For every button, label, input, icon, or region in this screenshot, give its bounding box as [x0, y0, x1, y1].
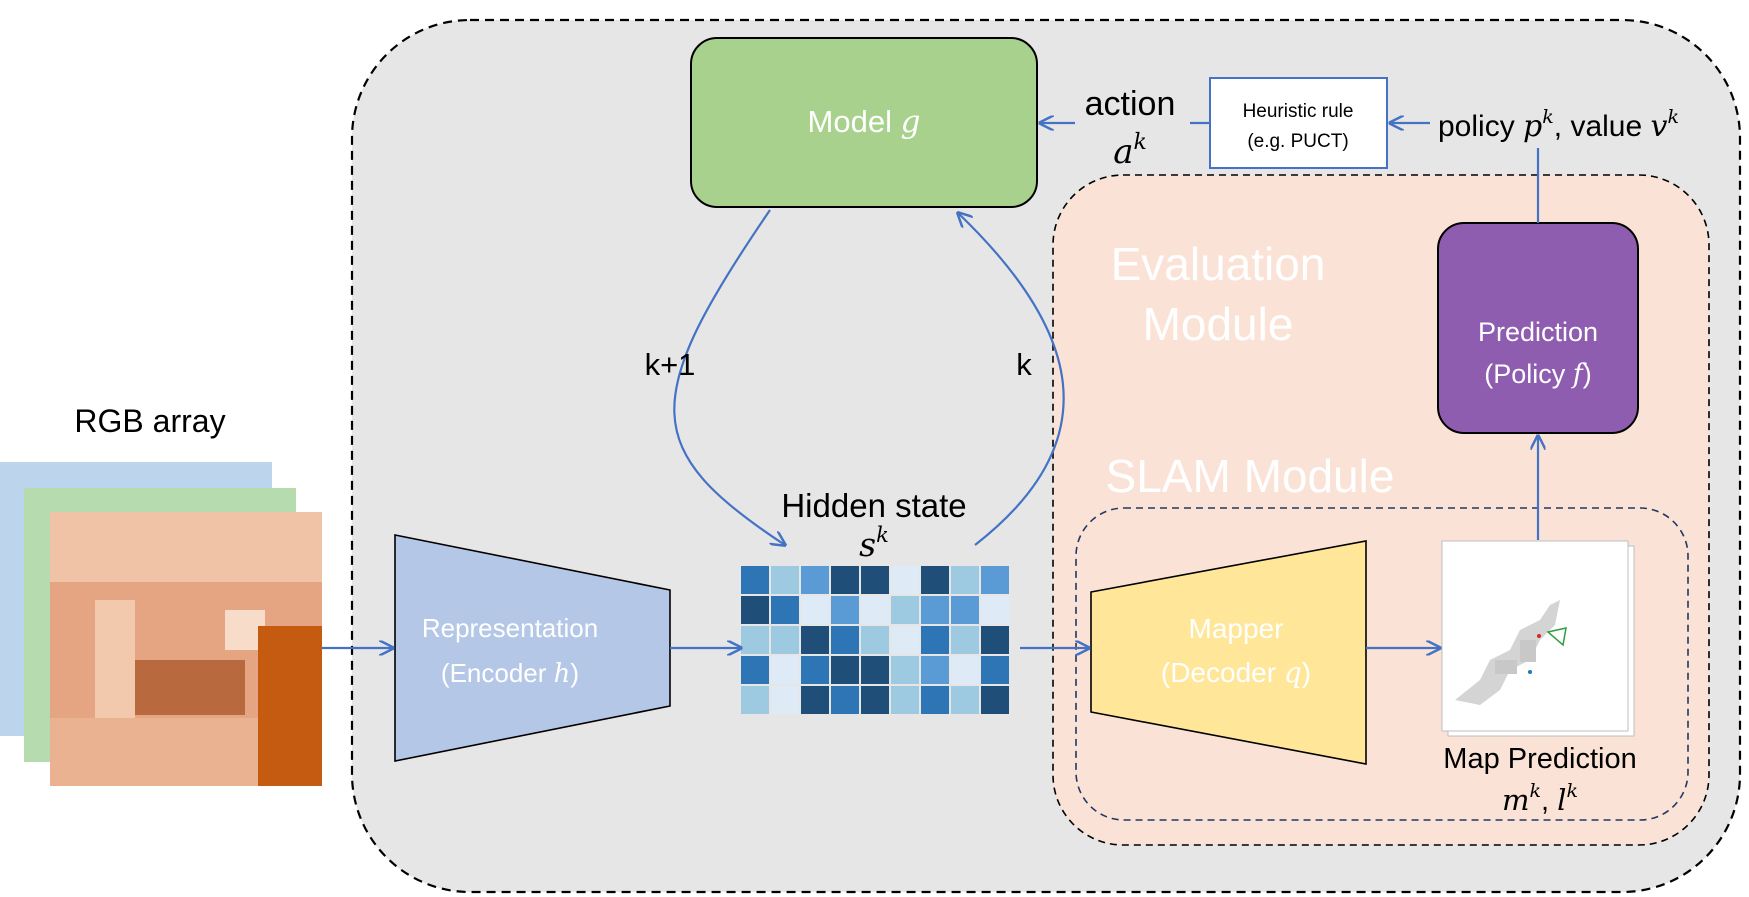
model-var: g: [901, 104, 921, 140]
hidden-state-cell: [801, 626, 829, 654]
rgb-room-wall-left: [95, 600, 135, 720]
hidden-state-cell: [771, 686, 799, 714]
hidden-state-cell: [801, 596, 829, 624]
heuristic-rule-box: [1209, 77, 1388, 169]
hidden-state-cell: [861, 566, 889, 594]
hidden-state-cell: [921, 596, 949, 624]
hidden-state-grid: [741, 566, 1009, 714]
map-explored-block-1: [1495, 660, 1517, 674]
evaluation-module-title-2: Module: [1143, 298, 1294, 350]
hidden-state-cell: [741, 566, 769, 594]
hidden-state-cell: [801, 566, 829, 594]
hidden-state-cell: [741, 656, 769, 684]
hidden-state-cell: [891, 656, 919, 684]
map-prediction-var: mk, lk: [1502, 780, 1578, 817]
prediction-label-1: Prediction: [1478, 317, 1598, 347]
rgb-room-door: [258, 626, 322, 786]
hidden-state-cell: [831, 626, 859, 654]
arrow-hidden-to-model: [958, 213, 1065, 546]
hidden-state-cell: [771, 596, 799, 624]
hidden-state-cell: [861, 686, 889, 714]
evaluation-module-title-1: Evaluation: [1111, 238, 1326, 290]
hidden-state-cell: [801, 656, 829, 684]
slam-module-title: SLAM Module: [1106, 450, 1395, 502]
heuristic-line2: (e.g. PUCT): [1247, 131, 1348, 152]
hidden-state-cell: [921, 626, 949, 654]
map-explored-area: [1455, 600, 1560, 705]
hidden-state-cell: [951, 596, 979, 624]
hidden-state-cell: [921, 566, 949, 594]
hidden-state-cell: [921, 656, 949, 684]
hidden-state-cell: [891, 566, 919, 594]
hidden-state-cell: [891, 596, 919, 624]
k-label: k: [1016, 347, 1032, 382]
hidden-state-cell: [831, 686, 859, 714]
hidden-state-cell: [981, 596, 1009, 624]
map-agent-pose: [1546, 627, 1567, 647]
hidden-state-cell: [981, 686, 1009, 714]
hidden-state-cell: [771, 656, 799, 684]
decoder-label-1: Mapper: [1189, 613, 1284, 644]
hidden-state-cell: [771, 566, 799, 594]
hidden-state-cell: [981, 566, 1009, 594]
decoder-label-2: (Decoder q): [1161, 656, 1311, 689]
arrow-model-to-hidden: [673, 209, 785, 545]
model-box: [690, 37, 1038, 208]
map-explored-block-2: [1520, 640, 1536, 662]
prediction-label-2: (Policy f): [1484, 359, 1592, 390]
hidden-state-cell: [831, 656, 859, 684]
encoder-label-1: Representation: [422, 613, 598, 643]
heuristic-line1: Heuristic rule: [1243, 101, 1354, 122]
rgb-array-label: RGB array: [74, 403, 225, 439]
hidden-state-cell: [951, 686, 979, 714]
hidden-state-cell: [741, 626, 769, 654]
hidden-state-cell: [771, 626, 799, 654]
encoder-shape: [394, 534, 671, 762]
map-prediction-image: [1441, 540, 1635, 737]
hidden-state-cell: [741, 686, 769, 714]
hidden-state-cell: [951, 626, 979, 654]
map-prediction-label: Map Prediction: [1443, 743, 1636, 775]
hidden-state-cell: [981, 626, 1009, 654]
hidden-state-cell: [831, 566, 859, 594]
decoder-shape: [1090, 540, 1367, 765]
policy-value-label: policy pk, value vk: [1438, 106, 1679, 144]
hidden-state-cell: [951, 566, 979, 594]
hidden-state-var: sk: [859, 523, 889, 564]
action-label: action: [1085, 85, 1176, 123]
k-plus-1-label: k+1: [645, 347, 696, 382]
map-agent-dot: [1537, 634, 1541, 638]
model-label: Model g: [808, 104, 921, 140]
hidden-state-cell: [861, 656, 889, 684]
hidden-state-cell: [861, 596, 889, 624]
hidden-state-cell: [861, 626, 889, 654]
hidden-state-cell: [891, 626, 919, 654]
hidden-state-cell: [831, 596, 859, 624]
rgb-image-stack: [0, 462, 322, 786]
hidden-state-cell: [981, 656, 1009, 684]
hidden-state-label: Hidden state: [781, 487, 966, 524]
action-var: ak: [1113, 130, 1147, 172]
hidden-state-cell: [921, 686, 949, 714]
hidden-state-cell: [741, 596, 769, 624]
rgb-room-ceiling: [50, 512, 322, 582]
hidden-state-cell: [801, 686, 829, 714]
rgb-room-bed: [135, 660, 245, 715]
slam-module-region: [1075, 507, 1689, 821]
encoder-label-2: (Encoder h): [441, 658, 579, 689]
hidden-state-cell: [891, 686, 919, 714]
map-goal-dot: [1528, 670, 1532, 674]
hidden-state-cell: [951, 656, 979, 684]
